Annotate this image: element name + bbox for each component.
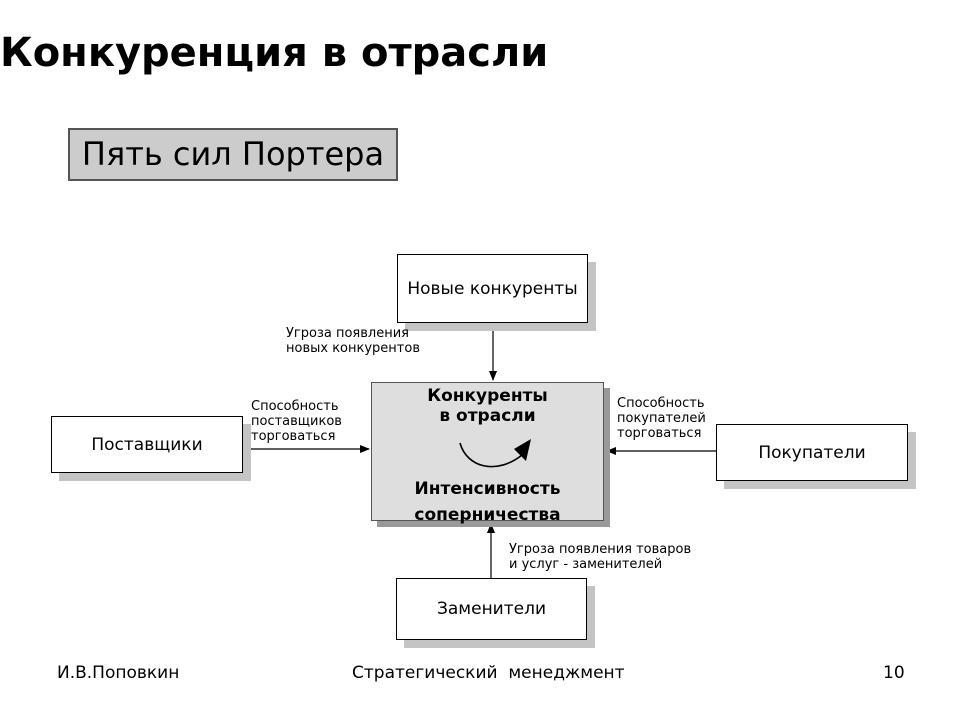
footer-author: И.В.Поповкин (57, 663, 180, 683)
rivalry-cycle-icon (459, 439, 531, 468)
label-line: новых конкурентов (286, 341, 420, 356)
label-line: торговаться (617, 426, 702, 441)
box-buyers: Покупатели (716, 424, 908, 481)
label-line: Способность (251, 399, 339, 414)
label-line: Угроза появления (286, 326, 409, 341)
box-suppliers: Поставщики (51, 416, 243, 473)
label-buyer-power: Способность покупателей торговаться (617, 396, 706, 441)
center-line-2: в отрасли (439, 406, 536, 426)
center-line-1: Конкуренты (427, 386, 548, 406)
label-line: Способность (617, 396, 705, 411)
box-new-competitors-label: Новые конкуренты (407, 278, 578, 299)
box-new-competitors: Новые конкуренты (397, 254, 588, 323)
label-threat-new-entrants: Угроза появления новых конкурентов (286, 326, 420, 356)
slide-title: Конкуренция в отрасли (0, 30, 549, 76)
footer-page-number: 10 (883, 663, 905, 683)
box-substitutes: Заменители (396, 578, 587, 640)
footer-course: Стратегический менеджмент (352, 663, 625, 683)
label-supplier-power: Способность поставщиков торговаться (251, 399, 342, 444)
label-line: поставщиков (251, 414, 342, 429)
label-line: Угроза появления товаров (509, 542, 692, 557)
subtitle-box: Пять сил Портера (68, 128, 398, 181)
box-industry-competitors: Конкуренты в отрасли Интенсивность сопер… (371, 382, 604, 525)
label-line: и услуг - заменителей (509, 557, 663, 572)
label-line: торговаться (251, 429, 336, 444)
label-line: покупателей (617, 411, 706, 426)
box-buyers-label: Покупатели (758, 442, 866, 463)
center-line-3: Интенсивность (414, 479, 561, 499)
label-threat-substitutes: Угроза появления товаров и услуг - замен… (509, 542, 691, 572)
box-suppliers-label: Поставщики (91, 434, 203, 455)
box-substitutes-label: Заменители (436, 599, 547, 619)
center-line-4: соперничества (414, 505, 561, 525)
